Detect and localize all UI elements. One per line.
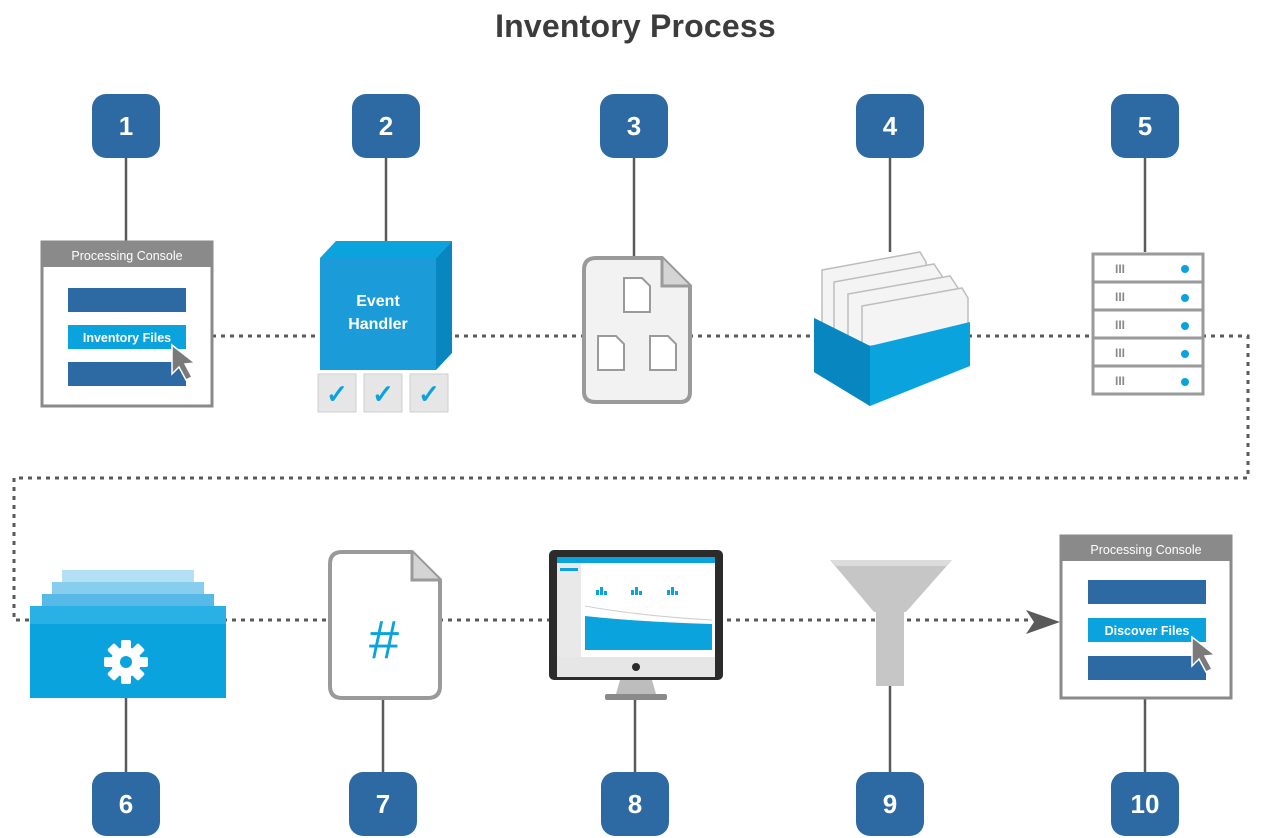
svg-text:3: 3 (627, 111, 641, 141)
svg-text:Processing Console: Processing Console (71, 249, 182, 263)
svg-text:✓: ✓ (326, 379, 348, 409)
monitor-dashboard-icon (549, 550, 723, 700)
svg-text:2: 2 (379, 111, 393, 141)
funnel-filter-icon (830, 560, 952, 686)
step-badge-2: 2 (352, 94, 420, 158)
processing-console-icon: Processing Console Inventory Files (40, 240, 214, 408)
document-tray-icon (814, 251, 970, 406)
flow-arrow-icon (1026, 610, 1060, 634)
svg-text:7: 7 (376, 789, 390, 819)
server-rack-icon: III III III III III (1091, 252, 1205, 396)
svg-text:#: # (369, 610, 399, 670)
cursor-icon (1191, 635, 1217, 673)
svg-text:III: III (1115, 318, 1125, 332)
step-badge-9: 9 (856, 772, 924, 836)
checkbox-row: ✓ ✓ ✓ (317, 373, 449, 413)
cursor-icon (171, 343, 197, 381)
svg-text:III: III (1115, 290, 1125, 304)
svg-text:10: 10 (1131, 789, 1160, 819)
badge-stems (124, 158, 1147, 782)
svg-text:Discover Files: Discover Files (1105, 624, 1190, 638)
step-badge-5: 5 (1111, 94, 1179, 158)
svg-text:✓: ✓ (418, 379, 440, 409)
svg-text:III: III (1115, 374, 1125, 388)
svg-text:Handler: Handler (348, 316, 408, 333)
svg-text:9: 9 (883, 789, 897, 819)
diagram-title: Inventory Process (495, 8, 776, 44)
gear-processing-stack-icon (30, 570, 226, 698)
svg-text:✓: ✓ (372, 379, 394, 409)
svg-text:Processing Console: Processing Console (1090, 543, 1201, 557)
step-badge-10: 10 (1111, 772, 1179, 836)
svg-text:5: 5 (1138, 111, 1152, 141)
svg-text:III: III (1115, 262, 1125, 276)
hash-document-icon: # (328, 550, 442, 700)
step-badge-3: 3 (600, 94, 668, 158)
svg-text:III: III (1115, 346, 1125, 360)
svg-text:6: 6 (119, 789, 133, 819)
event-handler-cube-icon: Event Handler ✓ ✓ ✓ (317, 241, 452, 413)
gear-icon (104, 640, 148, 684)
step-badge-6: 6 (92, 772, 160, 836)
step-badge-8: 8 (601, 772, 669, 836)
processing-console-icon: Processing Console Discover Files (1059, 534, 1233, 700)
svg-text:Inventory Files: Inventory Files (83, 331, 171, 345)
document-with-files-icon (582, 256, 692, 404)
svg-text:1: 1 (119, 111, 133, 141)
step-badge-4: 4 (856, 94, 924, 158)
svg-text:8: 8 (628, 789, 642, 819)
flow-connector-line (12, 334, 1250, 622)
svg-text:4: 4 (883, 111, 898, 141)
step-badge-7: 7 (349, 772, 417, 836)
svg-text:Event: Event (356, 293, 400, 310)
step-badge-1: 1 (92, 94, 160, 158)
